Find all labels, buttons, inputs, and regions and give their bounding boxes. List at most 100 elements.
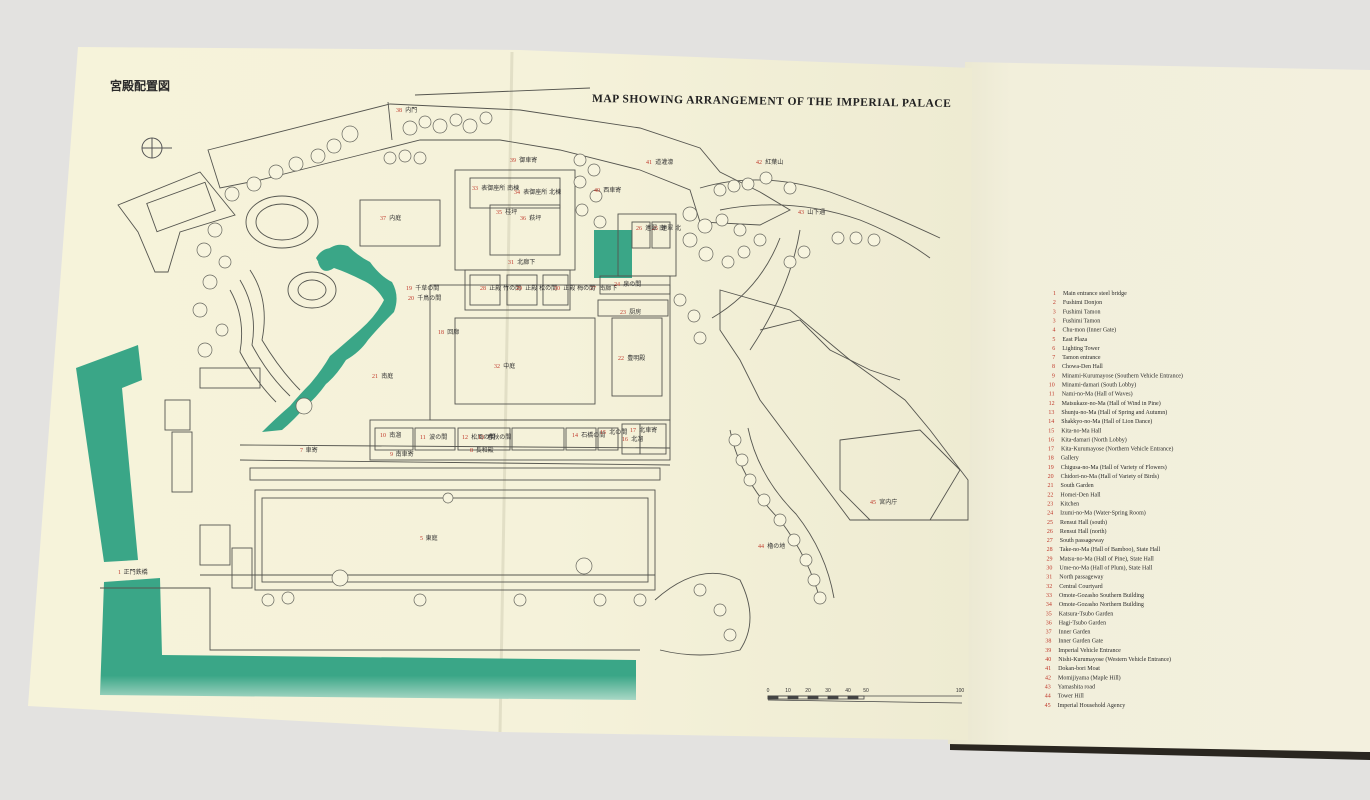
legend-entry: Matsu-no-Ma (Hall of Pine), State Hall (1060, 555, 1155, 562)
map-area-number: 43 (798, 210, 804, 216)
map-area-name: 萩坪 (529, 214, 541, 222)
legend-entry: Chowa-Den Hall (1062, 364, 1103, 370)
legend-number: 39 (1045, 648, 1051, 654)
map-area-name: 山下通 (807, 208, 825, 216)
legend-number: 14 (1048, 419, 1054, 425)
legend-entry: Tamon entrance (1062, 355, 1101, 361)
legend-number: 45 (1045, 703, 1051, 709)
legend-entry: Central Courtyard (1059, 584, 1103, 590)
map-area-name: 南溜 (389, 431, 401, 439)
tree-canopy (192, 111, 881, 642)
map-area-number: 22 (618, 356, 624, 362)
map-area-number: 7 (300, 448, 303, 454)
legend-number: 7 (1052, 355, 1055, 361)
legend-number: 5 (1052, 337, 1055, 343)
map-area-name: 西車寄 (603, 186, 621, 194)
map-area-number: 19 (406, 286, 412, 292)
map-area-number: 24 (614, 282, 620, 288)
legend-number: 16 (1048, 437, 1054, 443)
map-area-name: 中庭 (503, 362, 515, 370)
legend-entry: Matsukaze-no-Ma (Hall of Wind in Pine) (1062, 400, 1161, 407)
legend-number: 28 (1047, 547, 1053, 553)
legend-entry: Main entrance steel bridge (1063, 291, 1127, 297)
map-area-number: 5 (420, 536, 423, 542)
legend-number: 15 (1048, 428, 1054, 434)
map-area-name: 松風の間 (471, 433, 495, 441)
map-area-name: 南廊下 (599, 284, 617, 292)
compass-icon (141, 137, 172, 159)
map-area-name: 紅葉山 (765, 158, 783, 166)
scale-tick-label: 0 (767, 688, 770, 694)
map-area-number: 1 (118, 570, 121, 576)
legend-entry: Minami-damari (South Lobby) (1062, 382, 1136, 389)
map-area-name: 回廊 (447, 328, 459, 336)
legend-number: 38 (1045, 639, 1051, 645)
legend-number: 4 (1053, 328, 1056, 334)
map-area-number: 39 (510, 158, 516, 164)
legend-entry: Kita-Kurumayose (Northern Vehicle Entran… (1061, 446, 1173, 453)
map-area-number: 33 (472, 186, 478, 192)
map-area-name: 長和殿 (476, 446, 494, 454)
legend-number: 34 (1046, 602, 1052, 608)
legend-entry: Imperial Household Agency (1058, 703, 1126, 709)
legend-entry: Momijiyama (Maple Hill) (1058, 674, 1121, 681)
map-area-name: 正殿 松の間 (525, 284, 557, 292)
legend-entry: Omote-Gozasho Northern Building (1059, 602, 1144, 608)
legend-entry: East Plaza (1062, 337, 1087, 343)
map-area-number: 21 (372, 374, 378, 380)
legend-entry: Yamashita road (1058, 685, 1095, 691)
garden-pond (262, 244, 397, 432)
legend-entry: Izumi-no-Ma (Water-Spring Room) (1060, 510, 1146, 517)
map-area-name: 正門鉄橋 (124, 568, 148, 576)
legend-entry: Inner Garden Gate (1058, 639, 1103, 645)
legend-number: 31 (1046, 575, 1052, 581)
map-area-number: 16 (622, 437, 628, 443)
map-area-number: 30 (554, 286, 560, 292)
legend-number: 41 (1045, 666, 1051, 672)
map-area-number: 32 (494, 364, 500, 370)
map-area-name: 宮内庁 (879, 498, 897, 506)
legend-entry: Nishi-Kurumayose (Western Vehicle Entran… (1058, 656, 1171, 663)
map-area-name: 内門 (405, 106, 417, 114)
map-area-number: 17 (630, 428, 636, 434)
map-area-name: 連翠 南 (645, 224, 665, 232)
legend-entry: Fushimi Tamon (1063, 318, 1101, 324)
legend-entry: Chu-mon (Inner Gate) (1063, 327, 1117, 334)
legend-entry: Lighting Tower (1062, 346, 1099, 352)
map-area-name: 正殿 竹の間 (489, 284, 521, 292)
legend-entry: Inner Garden (1059, 630, 1091, 636)
map-area-name: 道灌濠 (655, 158, 673, 166)
legend-number: 9 (1052, 373, 1055, 379)
legend-entry: Minami-Kurumayose (Southern Vehicle Entr… (1062, 372, 1183, 379)
map-area-name: 北の間 (609, 428, 627, 436)
map-area-name: 北溜 (631, 435, 643, 443)
legend-number: 24 (1047, 511, 1053, 517)
map-area-name: 千草の間 (415, 284, 439, 292)
legend-number: 17 (1048, 447, 1054, 453)
legend-entry: Dokan-bori Moat (1058, 666, 1100, 672)
legend-entry: Take-no-Ma (Hall of Bamboo), State Hall (1060, 546, 1161, 553)
legend-number: 3 (1053, 318, 1056, 324)
map-area-name: 泉の間 (623, 280, 641, 288)
legend-entry: Chigusa-no-Ma (Hall of Variety of Flower… (1061, 464, 1167, 471)
legend-number: 21 (1048, 483, 1054, 489)
legend-entry: Nami-no-Ma (Hall of Waves) (1062, 391, 1133, 398)
legend-entry: Fushimi Tamon (1063, 309, 1101, 315)
scale-tick-label: 50 (863, 688, 869, 694)
map-area-name: 連翠 北 (661, 224, 681, 232)
scale-bar (767, 695, 963, 704)
map-area-number: 26 (636, 226, 642, 232)
map-area-number: 42 (756, 160, 762, 166)
legend-number: 20 (1048, 474, 1054, 480)
legend-entry: Kita-damari (North Lobby) (1061, 436, 1127, 443)
legend-number: 29 (1047, 556, 1053, 562)
legend-entry: Fushimi Donjon (1063, 300, 1102, 306)
map-area-number: 10 (380, 433, 386, 439)
legend-number: 23 (1047, 502, 1053, 508)
map-area-name: 東庭 (426, 534, 438, 542)
legend-entry: Kita-no-Ma Hall (1061, 428, 1101, 434)
